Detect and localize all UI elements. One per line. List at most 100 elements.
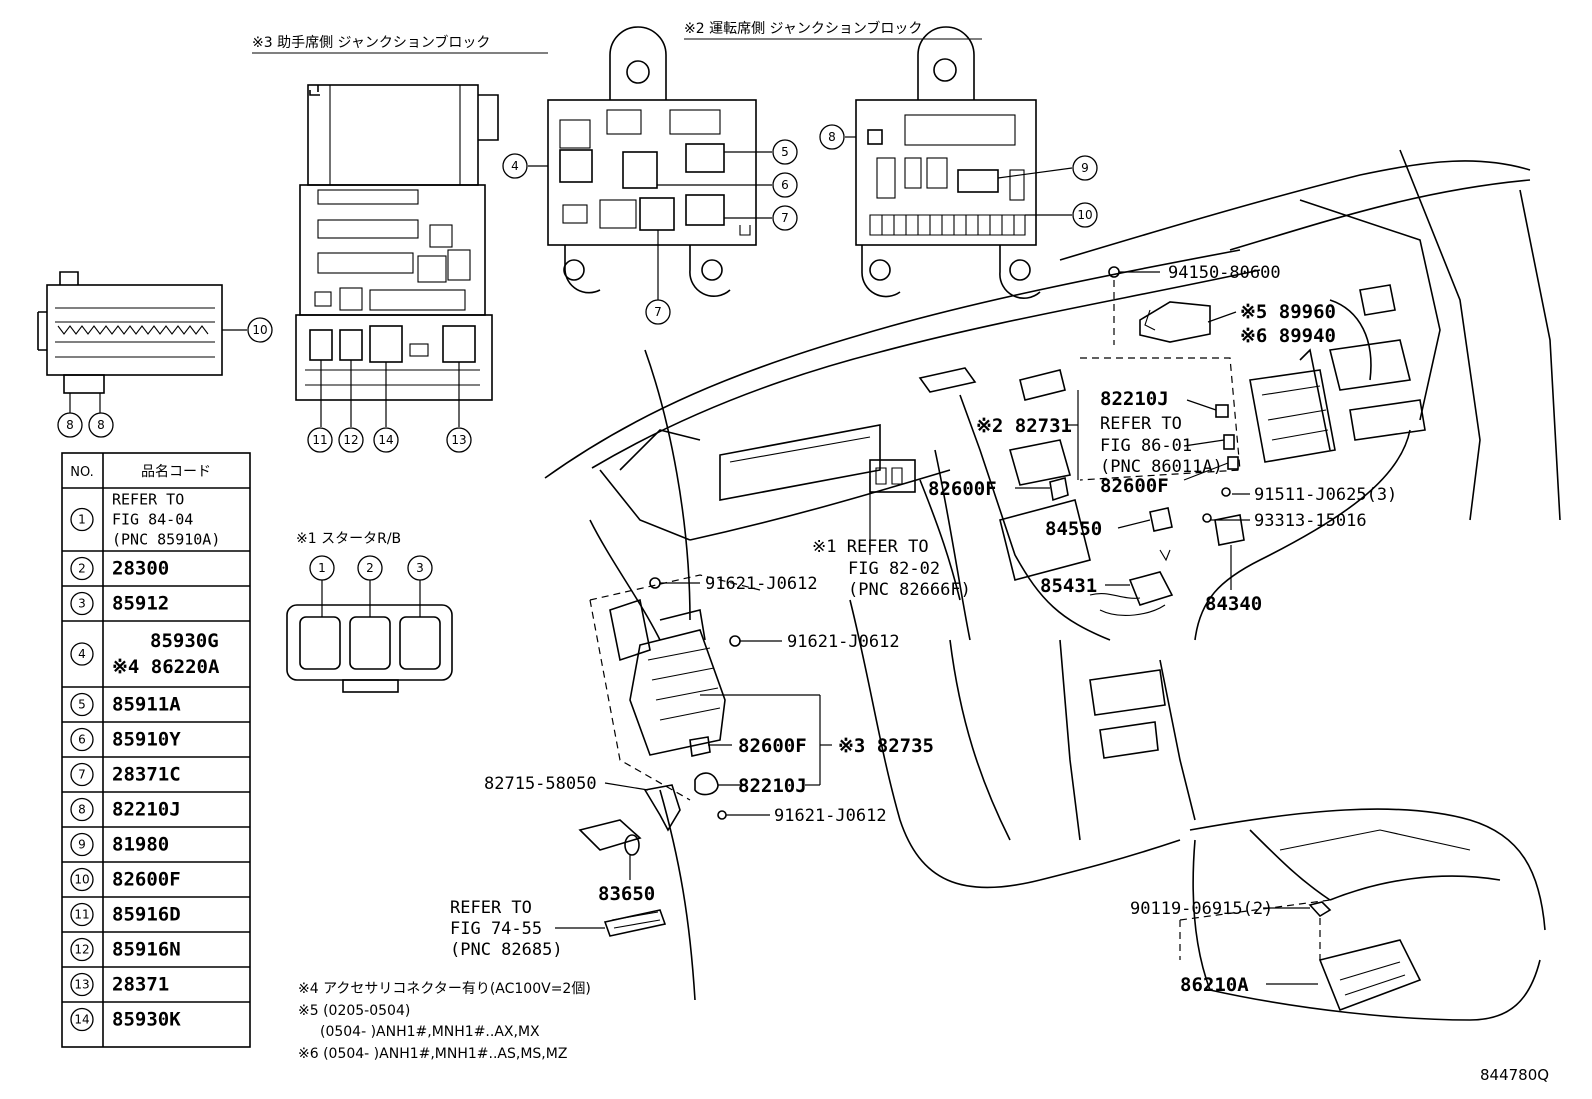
table-row-part-code: 85912 [112,593,169,615]
callout-9: 9 [1072,155,1098,181]
callout-5: 5 [772,139,798,165]
part-84340: 84340 [1205,593,1262,615]
part-85431: 85431 [1040,575,1097,597]
ref-fig-82-02-line2: FIG 82-02 [848,559,940,579]
callout-4: 4 [502,153,528,179]
table-row-part-code: 85930G [150,630,219,652]
ref-fig-74-55-line1: REFER TO [450,898,532,918]
svg-text:12: 12 [343,433,358,447]
callout-11: 11 [307,427,333,453]
ref-fig-86-01-line2: FIG 86-01 [1100,436,1192,456]
ref-fig-86-01-line3: (PNC 86011A) [1100,457,1223,477]
svg-text:6: 6 [781,178,789,192]
table-row-number: 3 [78,597,86,611]
part-91621-J0612-b: 91621-J0612 [787,632,900,652]
table-row-number-circle [70,507,94,532]
part-82600F-upper: 82600F [1100,475,1169,497]
table-row-number-circle [70,972,94,997]
callout-14: 14 [373,427,399,453]
table-row-number-circle [70,727,94,752]
table-row-number: 9 [78,838,86,852]
table-row-number: 2 [78,562,86,576]
table-row-number: 5 [78,698,86,712]
table-header-no: NO. [70,465,94,480]
table-row-number: 14 [74,1013,89,1027]
table-row-number-circle [70,797,94,822]
svg-text:8: 8 [97,418,105,432]
part-82735: ※3 82735 [838,735,934,757]
table-row-number-circle [70,591,94,616]
table-row-number: 13 [74,978,89,992]
note-5: ※5 (0205-0504) [298,1003,410,1019]
svg-text:7: 7 [781,211,789,225]
starter-callout-3: 3 [407,555,433,581]
figure-id: 844780Q [1480,1066,1549,1084]
table-row-number: 12 [74,943,89,957]
header-passenger-junction-block: ※3 助手席側 ジャンクションブロック [252,34,490,51]
table-row-number-circle [70,832,94,857]
part-84550: 84550 [1045,518,1102,540]
svg-text:13: 13 [451,433,466,447]
table-row: 2 28300 [70,556,169,581]
header-starter-relay-block: ※1 スタータR/B [296,531,401,547]
table-row-number: 11 [74,908,89,922]
callout-13: 13 [446,427,472,453]
table-row-part-code: 28371C [112,764,181,786]
svg-text:5: 5 [781,145,789,159]
table-row: 10 82600F [70,867,181,892]
instrument-panel-outline [544,149,1561,1021]
svg-text:11: 11 [312,433,327,447]
starter-callout-1: 1 [309,555,335,581]
table-row-number: 1 [78,513,86,527]
passenger-junction-block-drawing [295,84,499,427]
callout-8-driver: 8 [819,124,845,150]
svg-text:4: 4 [511,159,519,173]
table-row-part-code: 82600F [112,869,181,891]
table-row-number: 6 [78,733,86,747]
table-row-part-code: 85916N [112,939,181,961]
table-row: 6 85910Y [70,727,181,752]
ref-fig-86-01-line1: REFER TO [1100,414,1182,434]
callout-12: 12 [338,427,364,453]
part-91621-J0612-a: 91621-J0612 [705,574,818,594]
svg-text:8: 8 [828,130,836,144]
header-driver-junction-block: ※2 運転席側 ジャンクションブロック [684,20,922,37]
driver-junction-block-rear-drawing [845,26,1073,299]
part-90119-06915: 90119-06915(2) [1130,899,1273,919]
table-row-number: 7 [78,768,86,782]
part-94150-80600: 94150-80600 [1168,263,1281,283]
part-82715-58050: 82715-58050 [484,774,597,794]
junction-block-bracket-assembly [578,574,1422,1012]
callout-8-left-a: 8 [57,412,83,438]
table-row-part-code: 28300 [112,558,169,580]
part-82210J-mid: 82210J [738,775,807,797]
part-86210A: 86210A [1180,974,1249,996]
part-89960: ※5 89960 [1240,301,1336,323]
table-row-number: 10 [74,873,89,887]
table-row: 11 85916D [70,902,181,927]
table-row-number-circle [70,556,94,581]
junction-connector-side-view [37,271,247,413]
table-row-part-code: 82210J [112,799,181,821]
table-row-part-code: 28371 [112,974,169,996]
table-row: 3 85912 [70,591,169,616]
ref-fig-82-02-line1: ※1 REFER TO [812,537,929,557]
table-row-number-circle [70,642,94,666]
table-row-part-code: 85910Y [112,729,181,751]
table-row-part-code: 85916D [112,904,181,926]
starter-callout-2: 2 [357,555,383,581]
svg-text:3: 3 [416,561,424,575]
part-82600F-left: 82600F [928,478,997,500]
part-82731: ※2 82731 [976,415,1072,437]
table-row: 12 85916N [70,937,181,962]
part-89940: ※6 89940 [1240,325,1336,347]
part-leaders [555,271,1318,985]
part-91621-J0612-c: 91621-J0612 [774,806,887,826]
table-header-name: 品名コード [141,464,211,480]
